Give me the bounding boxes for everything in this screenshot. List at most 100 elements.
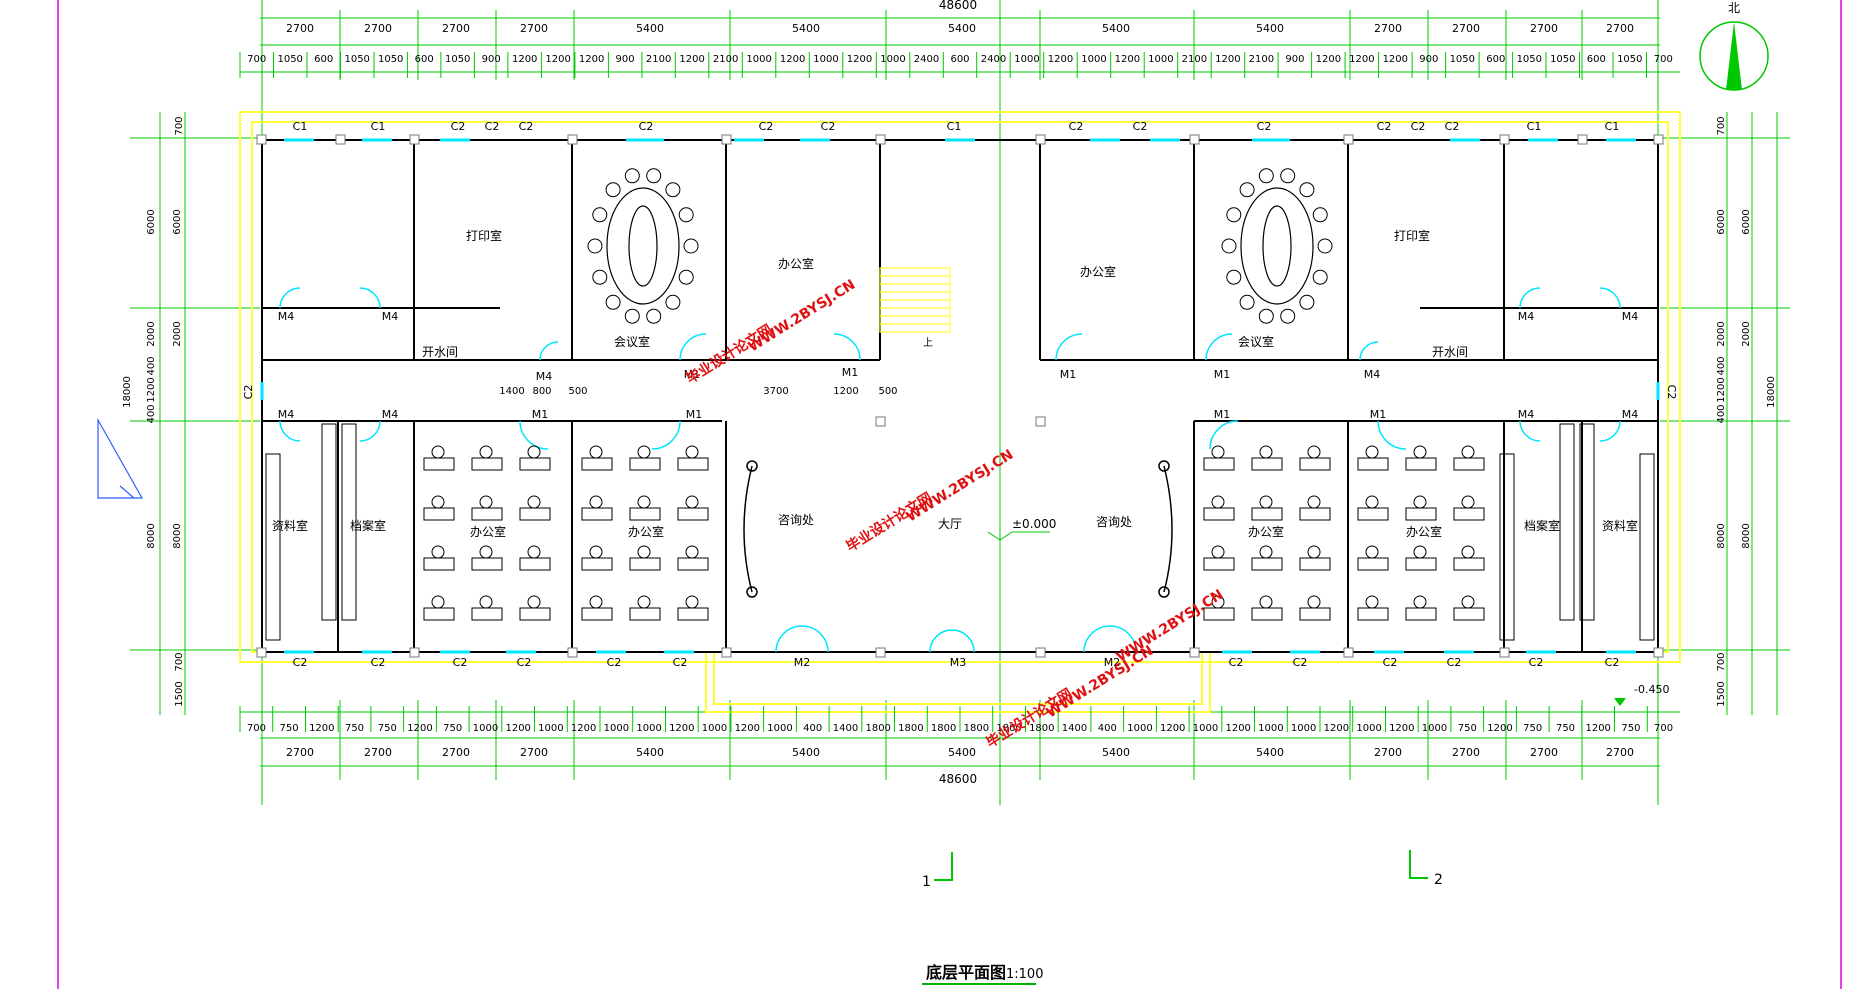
door-label: M4 [278, 310, 295, 323]
meeting-chair [678, 269, 694, 285]
desk [1405, 557, 1437, 571]
dimension-value: 1200 [679, 54, 704, 65]
dim-b2-3: 2700 [520, 746, 548, 759]
chair [589, 545, 603, 559]
dimension-value: 1000 [767, 723, 792, 734]
desk [1299, 607, 1331, 621]
dimension-value: 1000 [1356, 723, 1381, 734]
dimension-value: 1200 [1585, 723, 1610, 734]
chair [1413, 445, 1427, 459]
chair [1259, 545, 1273, 559]
meeting-chair [592, 269, 608, 285]
dimension-value: 600 [415, 54, 434, 65]
overall-dim-top: 48600 [939, 0, 977, 12]
desk [519, 557, 551, 571]
dimension-value: 1200 [1349, 54, 1374, 65]
door-label: M1 [1214, 368, 1231, 381]
dimension-value: 1000 [473, 723, 498, 734]
win-label: C2 [639, 120, 654, 133]
chair [1259, 445, 1273, 459]
dim-t1-0: 2700 [286, 22, 314, 35]
door-label: M1 [1370, 408, 1387, 421]
meeting-chair [1299, 182, 1315, 198]
chair [685, 595, 699, 609]
dim-lv-total: 18000 [122, 376, 133, 408]
desk [677, 557, 709, 571]
dim-lv-1a: 6000 [146, 209, 157, 234]
desk [677, 457, 709, 471]
dimension-value: 1050 [378, 54, 403, 65]
desk [519, 457, 551, 471]
door-label: M1 [842, 366, 859, 379]
dimension-value: 900 [482, 54, 501, 65]
top-row1-dims: 2700 2700 2700 2700 5400 5400 5400 5400 … [286, 22, 1634, 35]
chair [1365, 545, 1379, 559]
desk [471, 607, 503, 621]
consult-counters [743, 460, 1173, 598]
win-label: C2 [293, 656, 308, 669]
dim-rv-3: 400 [1716, 356, 1727, 375]
dimension-value: 600 [950, 54, 969, 65]
outer-perimeter [239, 111, 1681, 713]
chair [1365, 445, 1379, 459]
desk [1453, 457, 1485, 471]
win-label: C2 [1445, 120, 1460, 133]
win-label: C1 [947, 120, 962, 133]
desk [1251, 457, 1283, 471]
dimension-value: 2400 [981, 54, 1006, 65]
dim-t1-12: 2700 [1606, 22, 1634, 35]
meeting-chair [646, 308, 662, 324]
win-label: C2 [1447, 656, 1462, 669]
door-label: M4 [1622, 408, 1639, 421]
win-label: C1 [1605, 120, 1620, 133]
door-label: M1 [532, 408, 549, 421]
dimension-value: 1800 [996, 723, 1021, 734]
office-desks [423, 168, 1485, 621]
desk [471, 557, 503, 571]
dimension-value: 1000 [1081, 54, 1106, 65]
dim-rv-0: 700 [1716, 116, 1727, 135]
desk [629, 607, 661, 621]
dim-t1-8: 5400 [1256, 22, 1284, 35]
meeting-chair [1226, 207, 1242, 223]
chair [1211, 445, 1225, 459]
door-label: M4 [1622, 310, 1639, 323]
desk [1453, 607, 1485, 621]
room-hall: 大厅 [938, 517, 962, 531]
desk [1357, 507, 1389, 521]
dimension-value: 1050 [445, 54, 470, 65]
meeting-chair [1317, 238, 1333, 254]
door-label: M4 [1364, 368, 1381, 381]
win-label: C2 [485, 120, 500, 133]
chair [1461, 495, 1475, 509]
dimension-value: 750 [1523, 723, 1542, 734]
dimension-value: 2100 [646, 54, 671, 65]
dim-t1-2: 2700 [442, 22, 470, 35]
chair [1413, 595, 1427, 609]
dimension-value: 1200 [579, 54, 604, 65]
dimension-value: 2400 [914, 54, 939, 65]
dimension-value: 1000 [702, 723, 727, 734]
corridor-dims: 1400 800 500 3700 1200 500 [499, 386, 897, 397]
dim-rv-6b: 8000 [1741, 523, 1752, 548]
desk [1251, 607, 1283, 621]
dimension-value: 1000 [1193, 723, 1218, 734]
desk [471, 457, 503, 471]
room-water-left: 开水间 [422, 345, 458, 359]
dim-t1-1: 2700 [364, 22, 392, 35]
dim-b2-1: 2700 [364, 746, 392, 759]
meeting-chair [646, 168, 662, 184]
win-label: C2 [453, 656, 468, 669]
chair [1413, 495, 1427, 509]
stair [879, 267, 951, 333]
chair [637, 595, 651, 609]
dimension-value: 2100 [1249, 54, 1274, 65]
desk [1453, 557, 1485, 571]
meeting-chair [587, 238, 603, 254]
corridor-dim-1: 800 [532, 386, 551, 397]
room-office-bl2: 办公室 [628, 524, 664, 539]
dim-lv-4: 1200 [146, 377, 157, 402]
dimension-value: 600 [314, 54, 333, 65]
archive-shelves [265, 423, 1655, 641]
